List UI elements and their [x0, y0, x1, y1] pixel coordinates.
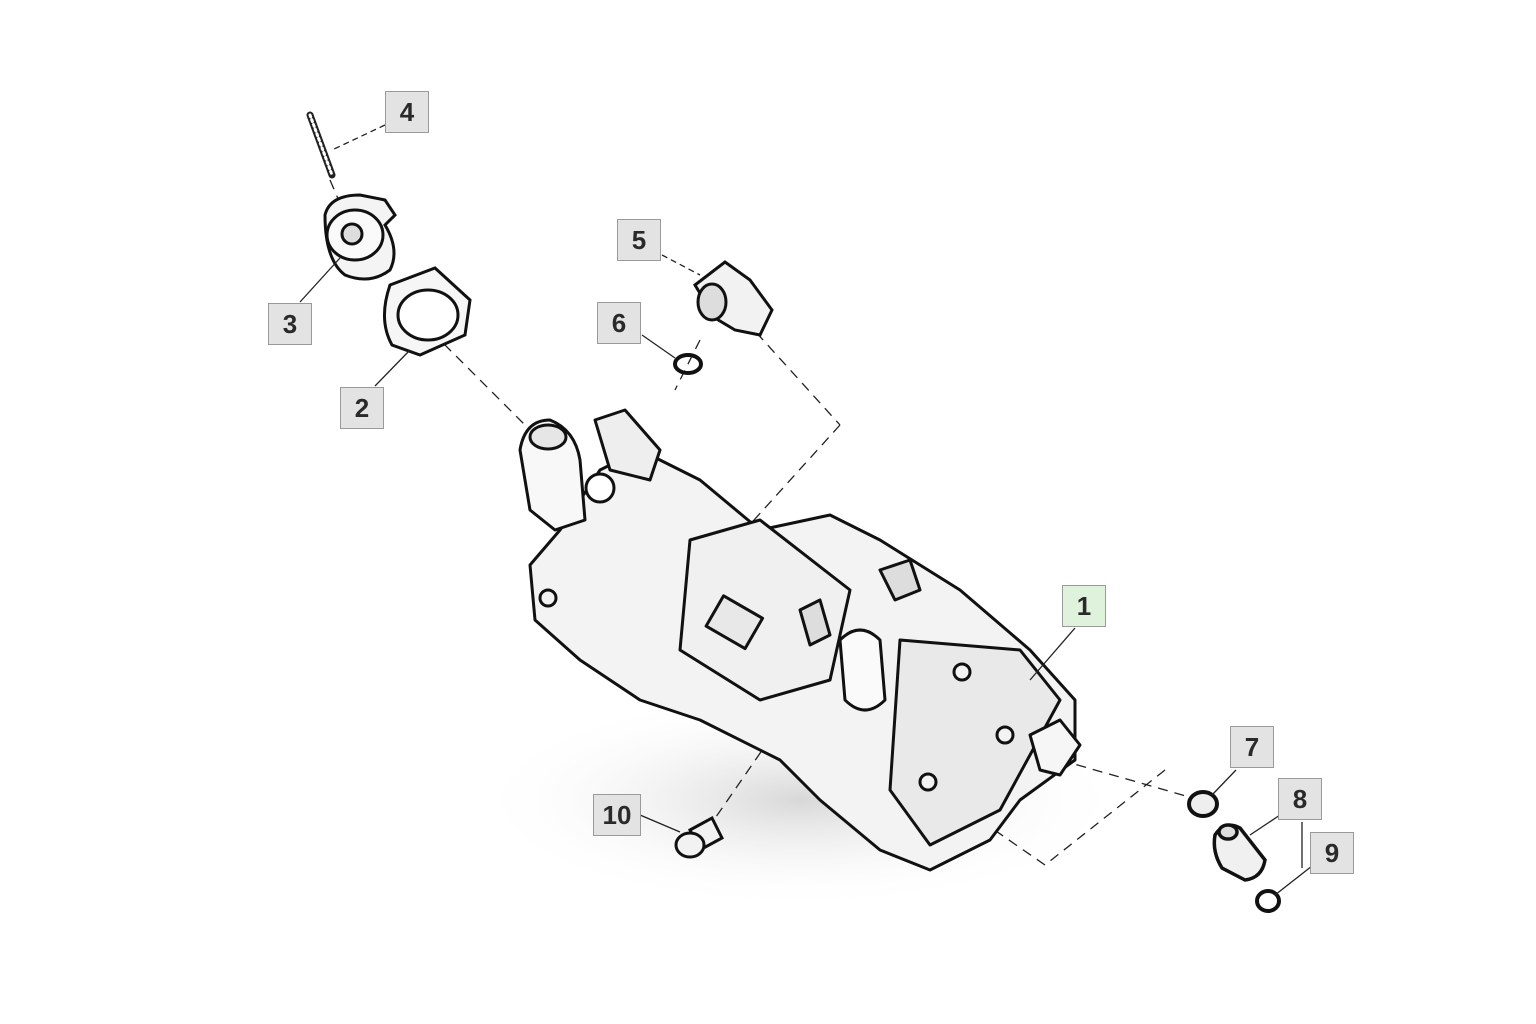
callout-2[interactable]: 2 — [340, 387, 384, 429]
part-3-sensor[interactable] — [323, 193, 397, 281]
part-7-washer[interactable] — [1187, 790, 1219, 818]
callout-8[interactable]: 8 — [1278, 778, 1322, 820]
part-8-valve[interactable] — [1212, 823, 1267, 882]
part-4-stud[interactable] — [306, 111, 336, 179]
part-6-o-ring[interactable] — [673, 353, 703, 375]
callout-9[interactable]: 9 — [1310, 832, 1354, 874]
part-1-pump[interactable] — [518, 408, 1082, 872]
callout-6[interactable]: 6 — [597, 302, 641, 344]
callout-10[interactable]: 10 — [593, 794, 641, 836]
part-10-plug[interactable] — [674, 815, 724, 859]
part-9-o-ring[interactable] — [1255, 889, 1281, 913]
callout-7[interactable]: 7 — [1230, 726, 1274, 768]
callout-1[interactable]: 1 — [1062, 585, 1106, 627]
part-5-elbow-fitting[interactable] — [693, 260, 774, 337]
leader-lines — [299, 124, 1313, 896]
part-2-gasket[interactable] — [383, 266, 472, 357]
callout-3[interactable]: 3 — [268, 303, 312, 345]
callout-4[interactable]: 4 — [385, 91, 429, 133]
callout-5[interactable]: 5 — [617, 219, 661, 261]
